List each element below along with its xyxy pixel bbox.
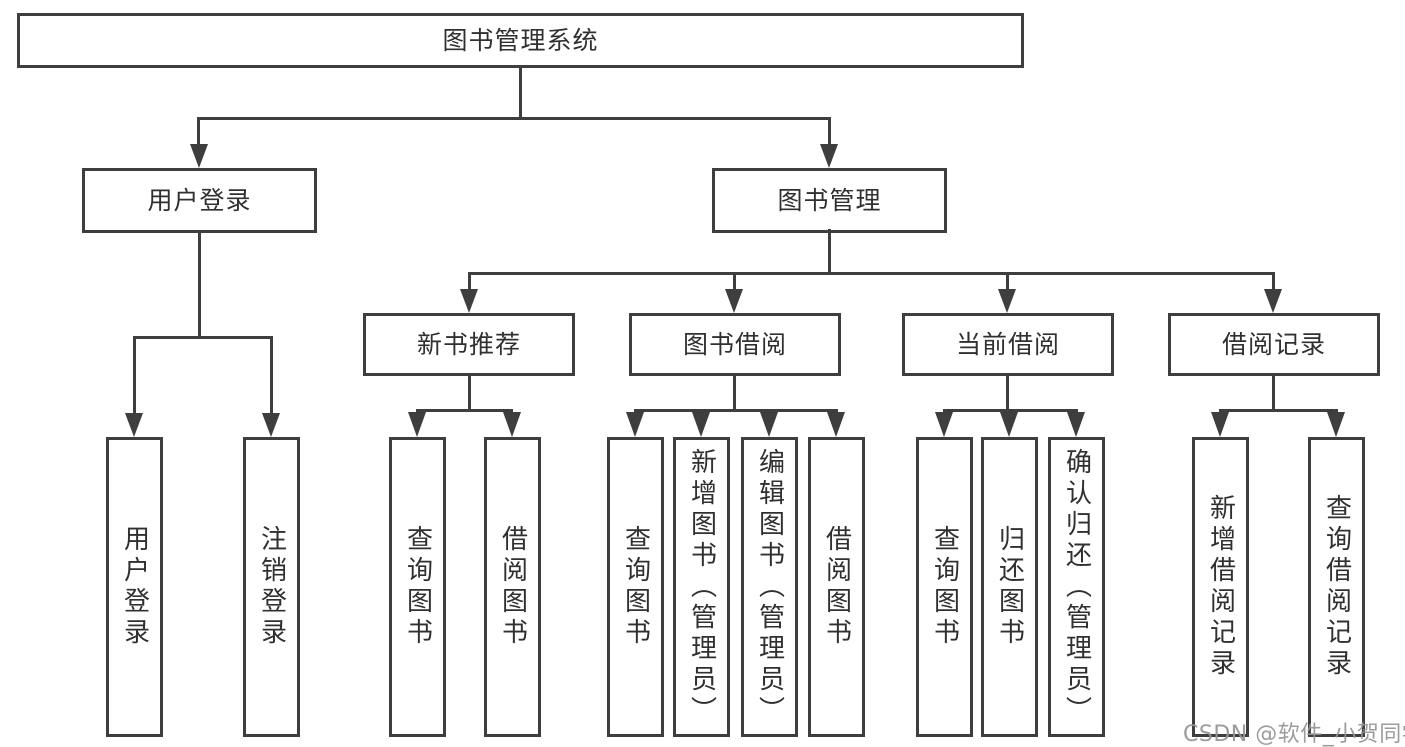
node-current-borrow: 当前借阅 [902, 313, 1114, 376]
arrowhead-down [262, 413, 280, 437]
connector-rail [943, 409, 1078, 412]
leaf-query-book-current: 查询图书 [916, 437, 973, 737]
arrowhead-down [626, 412, 644, 437]
arrowhead-down [935, 412, 953, 437]
connector-stem [733, 374, 736, 411]
leaf-query-borrow-record: 查询借阅记录 [1308, 437, 1365, 737]
arrowhead-down [1067, 412, 1085, 437]
arrowhead-down [1264, 289, 1282, 313]
arrowhead-down [725, 289, 743, 313]
node-borrow-record: 借阅记录 [1168, 313, 1380, 376]
leaf-borrow-book: 借阅图书 [808, 437, 865, 737]
connector-book-mgmt-rail [468, 272, 1275, 275]
leaf-add-book-admin: 新增图书（管理员） [673, 437, 730, 737]
leaf-query-book-recommend: 查询图书 [389, 437, 446, 737]
leaf-edit-book-admin: 编辑图书（管理员） [741, 437, 798, 737]
connector-root-stem [519, 66, 522, 118]
connector-stem [1006, 272, 1009, 291]
connector-rail [634, 409, 838, 412]
connector-stem [468, 374, 471, 411]
node-book-borrow: 图书借阅 [629, 313, 841, 376]
csdn-watermark: CSDN @软件_小贺同学 [1183, 722, 1405, 747]
arrowhead-down [1000, 412, 1018, 437]
connector-stem [828, 117, 831, 146]
connector-stem [197, 117, 200, 146]
node-user-login: 用户登录 [82, 168, 317, 233]
connector-rail [416, 409, 513, 412]
node-book-management: 图书管理 [712, 168, 947, 233]
arrowhead-down [408, 412, 426, 437]
connector-stem [270, 336, 273, 415]
connector-user-login-rail [133, 336, 273, 339]
arrowhead-down [692, 412, 710, 437]
connector-stem [1006, 374, 1009, 411]
arrowhead-down [460, 289, 478, 313]
arrowhead-down [1327, 412, 1345, 437]
arrowhead-down [503, 412, 521, 437]
leaf-confirm-return-admin: 确认归还（管理员） [1048, 437, 1105, 737]
connector-stem [1272, 272, 1275, 291]
arrowhead-down [998, 289, 1016, 313]
connector-book-mgmt-stem [828, 229, 831, 273]
connector-stem [1272, 374, 1275, 411]
arrowhead-down [820, 144, 838, 168]
arrowhead-down [125, 413, 143, 437]
node-new-book-recommend: 新书推荐 [363, 313, 575, 376]
leaf-query-book-borrow: 查询图书 [607, 437, 664, 737]
arrowhead-down [190, 144, 208, 168]
connector-stem [733, 272, 736, 291]
connector-user-login-stem [198, 231, 201, 337]
leaf-user-login: 用户登录 [106, 437, 163, 737]
arrowhead-down [1211, 412, 1229, 437]
leaf-borrow-book-recommend: 借阅图书 [484, 437, 541, 737]
node-root: 图书管理系统 [17, 13, 1024, 68]
leaf-add-borrow-record: 新增借阅记录 [1192, 437, 1249, 737]
arrowhead-down [760, 412, 778, 437]
connector-stem [133, 336, 136, 415]
connector-rail [1219, 409, 1338, 412]
leaf-logout: 注销登录 [243, 437, 300, 737]
leaf-return-book: 归还图书 [981, 437, 1038, 737]
arrowhead-down [827, 412, 845, 437]
connector-root-rail [197, 117, 831, 120]
connector-stem [468, 272, 471, 291]
